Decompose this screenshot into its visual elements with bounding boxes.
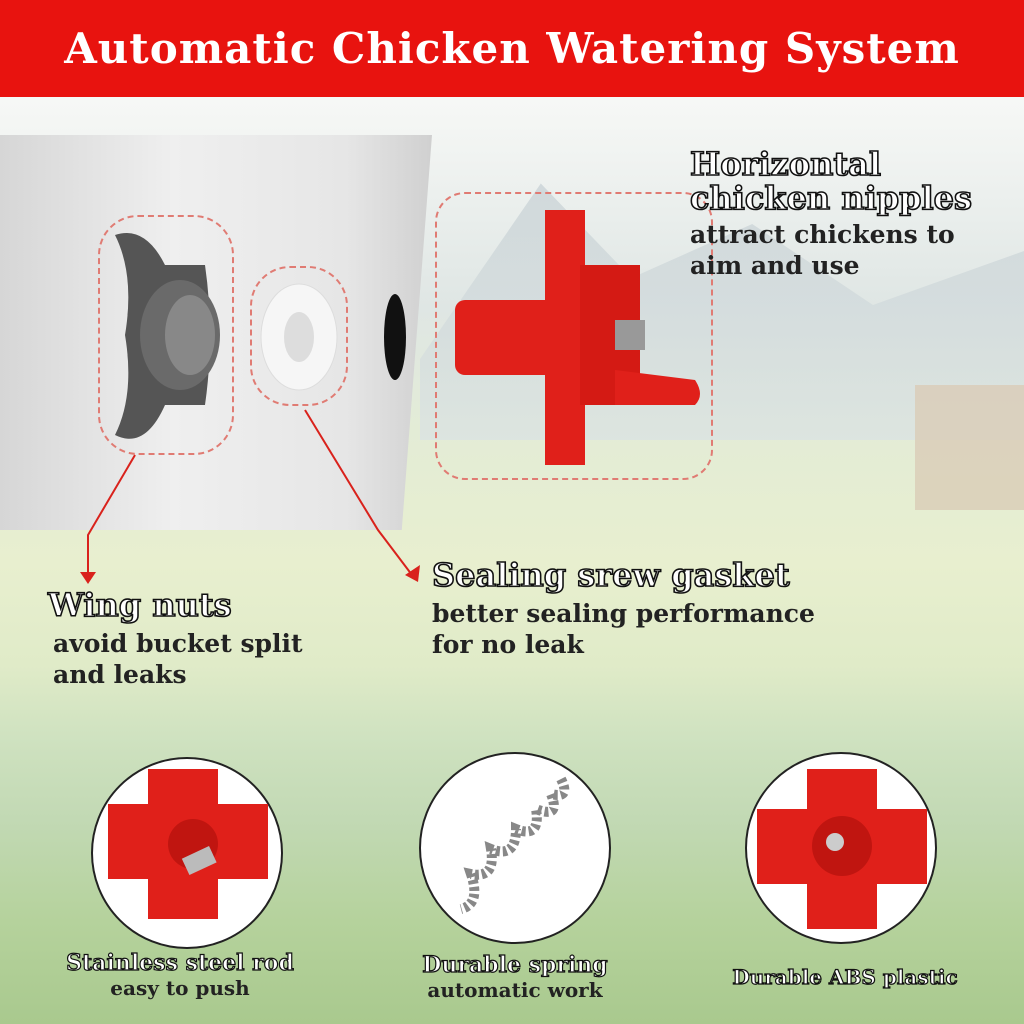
- title-banner: Automatic Chicken Watering System: [0, 0, 1024, 97]
- callout-wing-nuts: Wing nuts avoid bucket split and leaks: [47, 586, 303, 689]
- bucket-hole: [384, 294, 406, 380]
- gasket-outline: [250, 266, 348, 406]
- spring-icon: [459, 776, 570, 914]
- feature-spring-caption: Durable spring automatic work: [422, 951, 609, 1002]
- feature-rod-image: [91, 757, 283, 949]
- callout-sealing-gasket: Sealing srew gasket better sealing perfo…: [431, 556, 815, 659]
- page-title: Automatic Chicken Watering System: [64, 24, 960, 73]
- gasket-icon: [260, 283, 338, 391]
- wing-nut-icon: [115, 233, 220, 439]
- feature-spring-image: [419, 752, 611, 944]
- abs-plastic-icon: [757, 769, 927, 929]
- feature-abs-image: [745, 752, 937, 944]
- wing-nut-outline: [98, 215, 234, 455]
- farm-barn: [915, 385, 1024, 510]
- feature-rod-caption: Stainless steel rod easy to push: [66, 949, 295, 1000]
- callout-horizontal-nipples: Horizontal chicken nipples attract chick…: [689, 145, 973, 280]
- nipple-outline: [435, 192, 713, 480]
- steel-rod-icon: [108, 769, 268, 919]
- feature-abs-caption: Durable ABS plastic: [732, 964, 958, 989]
- red-nipple-icon: [455, 210, 700, 465]
